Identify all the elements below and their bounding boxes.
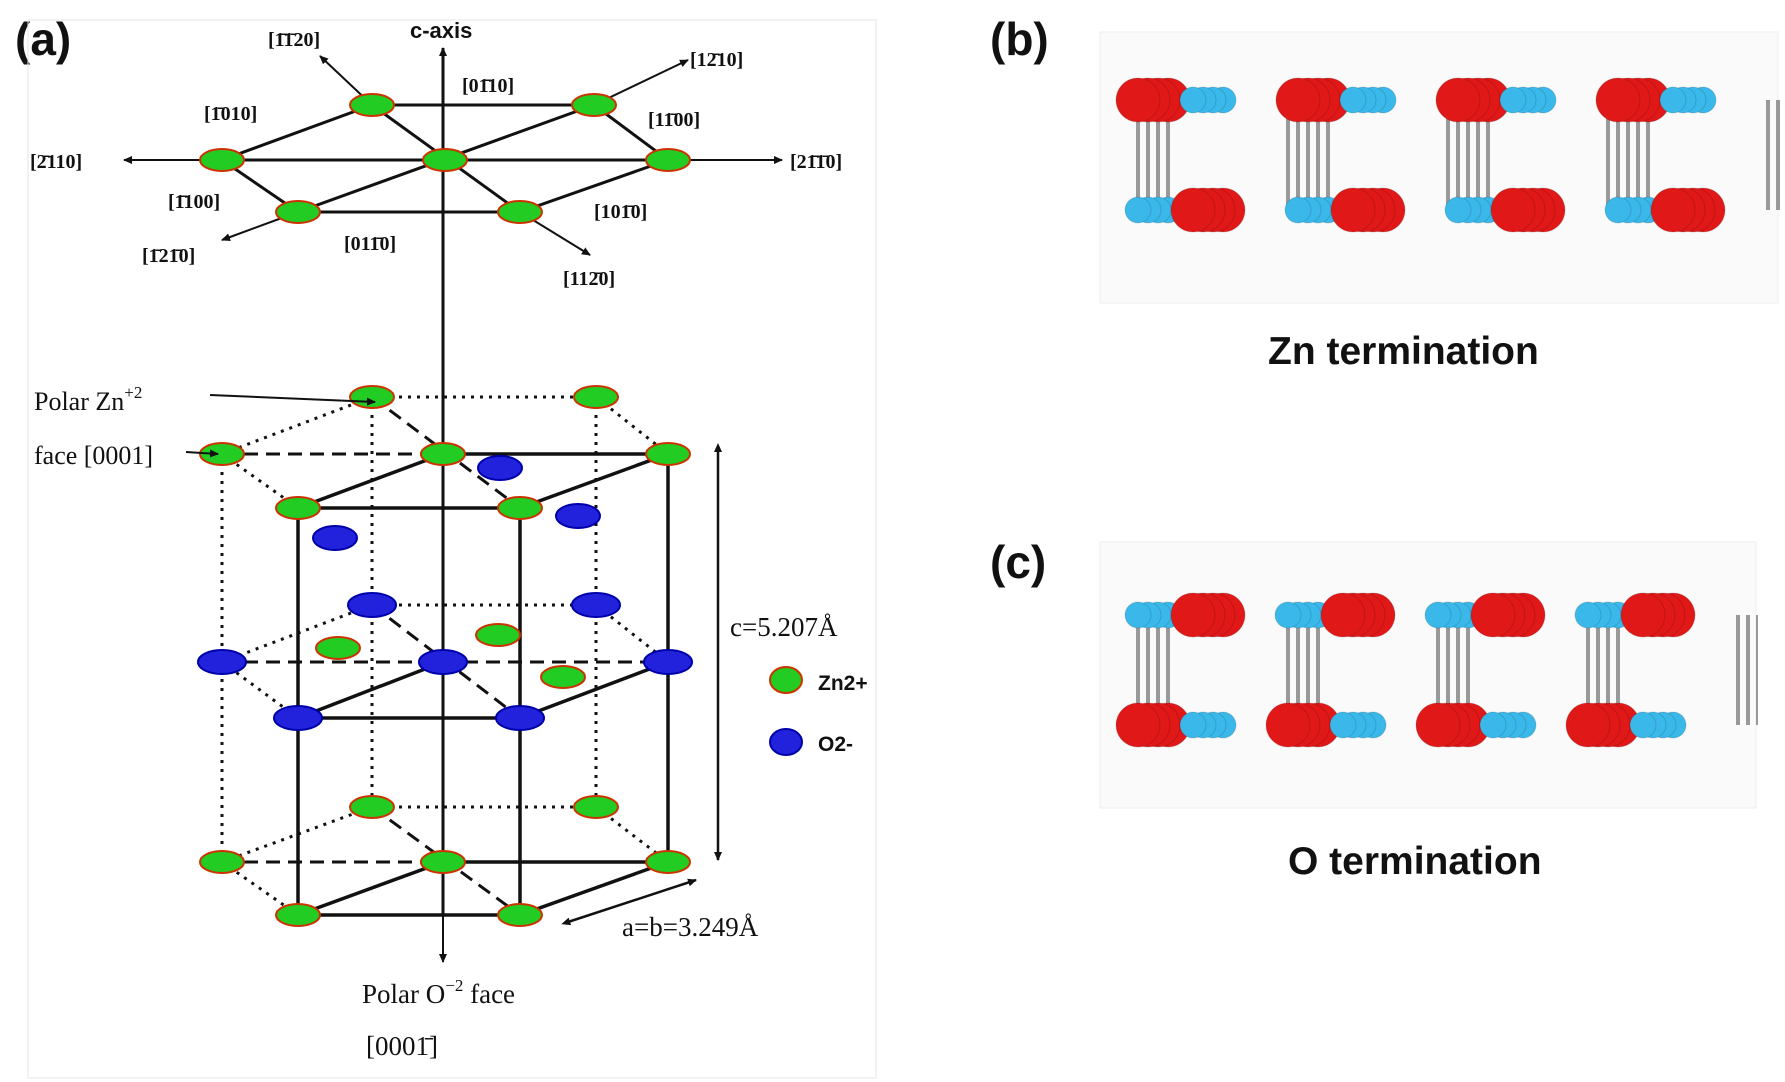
label-21b1b0: [21̄1̄0] [790,151,842,173]
caption-o-termination: O termination [1288,840,1542,883]
c-param-label: c=5.207Å [730,612,838,642]
polar-zn-arrow-2 [185,449,219,458]
panel-frame [1099,31,1779,304]
c-axis-label: c-axis [410,18,472,43]
label-011b0: [011̄0] [344,233,396,255]
legend-o-swatch [769,728,803,756]
ring-unit-0 [1115,592,1320,748]
ring-unit-2 [1435,77,1640,233]
o-termination-structure [1099,541,1758,809]
panel-letter-a: (a) [15,13,72,65]
wurtzite-unit-cell-diagram: [1̄1̄20] [12̄10] [01̄10] [1̄010] [11̄00]… [27,18,877,1079]
direction-labels: [1̄1̄20] [12̄10] [01̄10] [1̄010] [11̄00]… [30,29,842,290]
caption-zn-termination: Zn termination [1268,330,1539,373]
panel-a-frame [27,19,877,1079]
label-2b110: [2̄110] [30,151,82,173]
a-param-label: a=b=3.249Å [622,912,759,942]
legend-zn-label: Zn2+ [818,672,868,695]
o-atoms [197,455,693,731]
ring-unit-3 [1565,592,1758,748]
panel-letter-b: (b) [990,13,1049,65]
ring-unit-1 [1265,592,1470,748]
direction-atoms [199,93,691,224]
label-12b10: [12̄10] [690,49,743,71]
panel-letter-c: (c) [990,536,1047,588]
zn-atoms [199,385,691,927]
unit-cell-solid-edges [296,452,670,917]
label-01b10: [01̄10] [462,75,514,97]
legend: Zn2+ O2- [769,666,868,756]
polar-zn-label-line2: face [0001] [34,441,153,470]
zn-termination-structure [1099,31,1780,304]
label-101b0: [101̄0] [594,201,647,223]
label-1b21b0: [1̄21̄0] [142,245,195,267]
polar-zn-label-line1: Polar Zn+2 [34,383,142,416]
panel-frame [1099,541,1757,809]
legend-o-label: O2- [818,733,853,756]
ring-unit-0 [1115,77,1320,233]
label-112b0: [112̄0] [563,268,615,290]
label-1b100: [1̄100] [168,191,220,213]
polar-o-label-line2: [0001̄] [366,1031,438,1061]
ring-unit-3 [1595,77,1780,233]
polar-o-label-line1: Polar O−2 face [362,976,515,1009]
polar-zn-arrow-1 [209,394,376,406]
ring-unit-1 [1275,77,1480,233]
label-1b010: [1̄010] [204,103,257,125]
legend-zn-swatch [769,666,803,694]
unit-cell-dotted-edges [220,395,669,917]
label-11b20: [1̄1̄20] [268,29,320,51]
a-param-arrow [561,878,697,926]
label-11b00: [11̄00] [648,109,700,131]
